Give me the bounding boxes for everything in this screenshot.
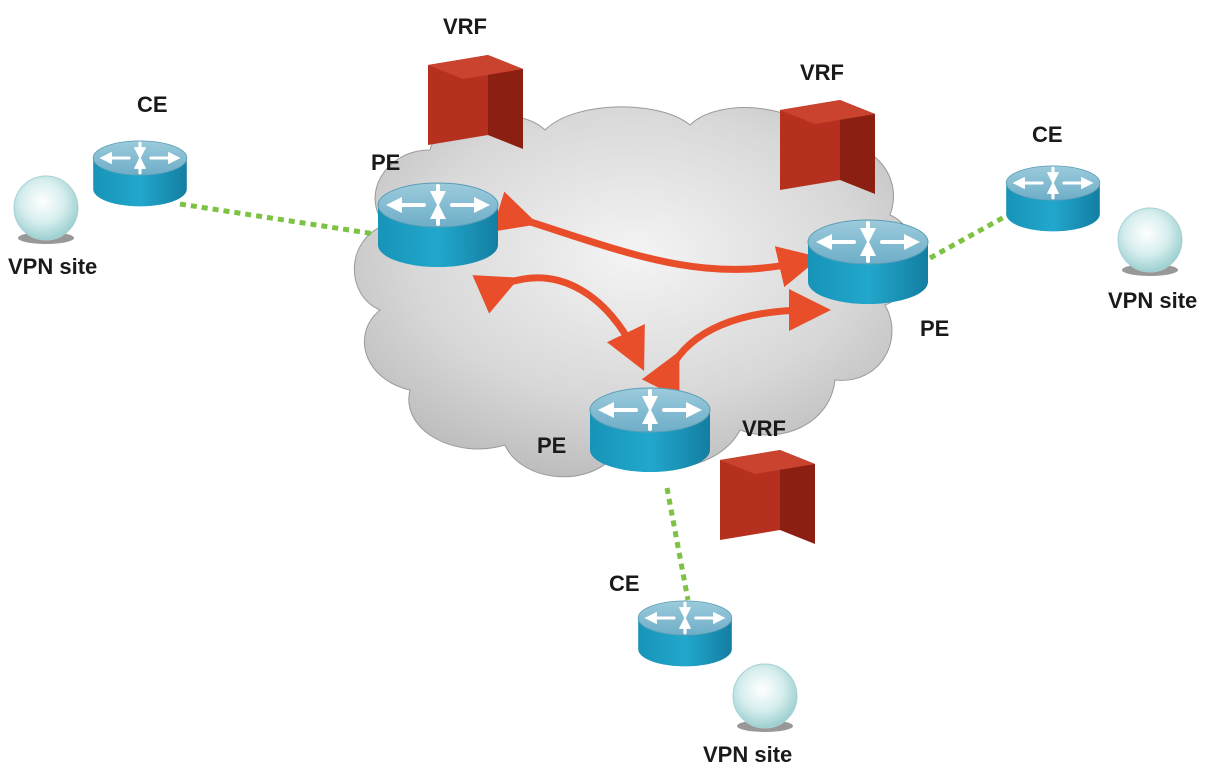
label-vrf-bottom: VRF [742,416,786,441]
label-pe-right: PE [920,316,949,341]
vrf-box-top-right [780,100,875,194]
link-ce-left-pe [179,201,376,237]
label-vpn-site-bottom: VPN site [703,742,792,767]
label-vpn-site-left: VPN site [8,254,97,279]
vpn-site-sphere-icon-left [13,175,79,245]
label-pe-left: PE [371,150,400,175]
label-ce-bottom: CE [609,571,640,596]
router-icon-pe-bottom [590,388,710,472]
vrf-box-top-left [428,55,523,149]
link-pe-bottom-ce [664,487,691,601]
label-vpn-site-right: VPN site [1108,288,1197,313]
router-icon-pe-left [378,183,498,267]
vpn-site-sphere-icon-bottom [732,663,798,733]
router-icon-ce-bottom [638,601,732,667]
router-icon-ce-right [1006,166,1100,232]
label-vrf-top-right: VRF [800,60,844,85]
router-icon-pe-right [808,220,928,304]
label-pe-bottom: PE [537,433,566,458]
arrow-pe-bottom-pe-right [641,289,831,399]
router-icon-ce-left [93,141,187,207]
link-pe-right-ce [928,212,1010,261]
label-ce-left: CE [137,92,168,117]
arrow-pe-left-pe-right [491,191,821,288]
label-vrf-top-left: VRF [443,14,487,39]
arrow-pe-left-pe-bottom [472,274,645,371]
vrf-box-bottom [720,450,815,544]
label-ce-right: CE [1032,122,1063,147]
vpn-site-sphere-icon-right [1117,207,1183,277]
